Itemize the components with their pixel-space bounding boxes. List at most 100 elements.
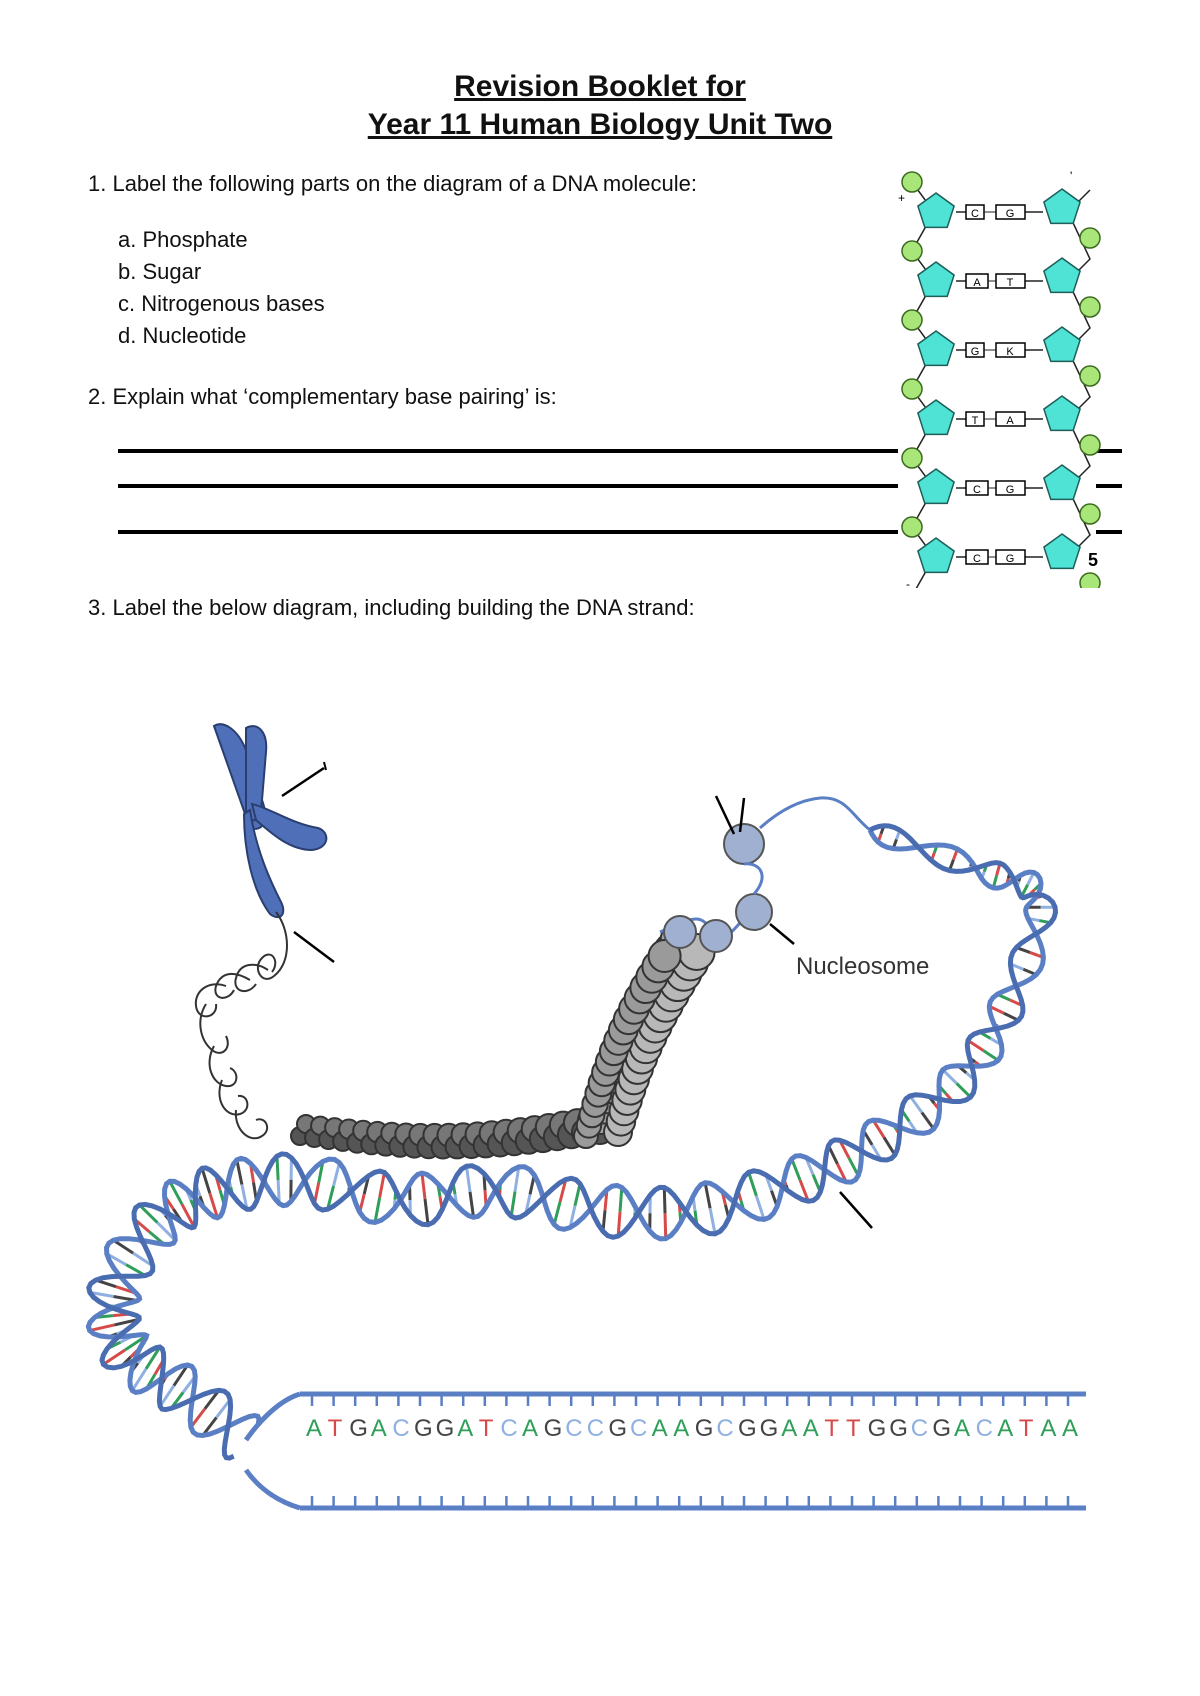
base-pair-rung [172, 1364, 189, 1387]
sequence-base: A [457, 1415, 473, 1442]
svg-text:+: + [898, 191, 905, 205]
helix-strand-2 [86, 823, 1059, 1461]
answer-line-2-right [1096, 484, 1122, 488]
base-pair-rung [423, 1198, 430, 1225]
base-pair-rung [798, 1179, 810, 1202]
base-pair-rung [420, 1172, 427, 1200]
phosphate-circle [1079, 572, 1101, 588]
base-pair-rung [941, 1068, 958, 1085]
sequence-base: G [414, 1415, 433, 1442]
sequence-base: G [349, 1415, 368, 1442]
sugar-pentagon [1043, 395, 1081, 432]
base-pair-rung [200, 1167, 212, 1194]
base-pair-rung [240, 1184, 249, 1210]
sugar-pentagon [917, 537, 955, 574]
nucleosome-label: Nucleosome [796, 953, 929, 980]
answer-line-3[interactable] [118, 530, 898, 534]
base-box [995, 480, 1026, 496]
sugar-pentagon [917, 192, 955, 229]
base-pair-rung [790, 1158, 802, 1181]
sequence-base: A [1062, 1415, 1078, 1442]
base-pair-rung [703, 1182, 712, 1209]
question-1-item-a: a. Phosphate [118, 227, 248, 252]
phosphate-circle [1079, 365, 1101, 387]
base-pair-rung [208, 1192, 219, 1219]
sugar-pentagon [917, 330, 955, 367]
base-letter: G [1006, 484, 1015, 496]
base-pair-rung [130, 1367, 148, 1392]
solenoid-fiber [290, 921, 716, 1160]
sequence-base: G [932, 1415, 951, 1442]
sequence-base: T [1019, 1415, 1034, 1442]
sequence-base: A [652, 1415, 668, 1442]
base-box [995, 411, 1026, 427]
phosphate-circle [1079, 503, 1101, 525]
base-pair-rung [189, 1407, 207, 1429]
base-box [995, 204, 1026, 220]
question-1-item-c: c. Nitrogenous bases [118, 291, 325, 316]
nucleosome-beads: Nucleosome [659, 795, 929, 980]
sugar-pentagon [1043, 188, 1081, 225]
helix-label-pointer [839, 1191, 873, 1229]
sugar-pentagon [917, 261, 955, 298]
sequence-base: G [738, 1415, 757, 1442]
base-pair-rung [378, 1172, 386, 1198]
question-1-item-d: d. Nucleotide [118, 323, 247, 348]
sugar-pentagon [917, 468, 955, 505]
base-pair-rung [89, 1323, 115, 1332]
phosphate-circle [901, 516, 923, 538]
sequence-base: C [392, 1415, 409, 1442]
sugar-pentagon [1043, 257, 1081, 294]
base-pair-rung [158, 1384, 176, 1408]
base-pair-rung [908, 1095, 924, 1114]
phosphate-circle [901, 309, 923, 331]
base-box [995, 549, 1026, 565]
answer-line-1[interactable] [118, 449, 898, 453]
sequence-base: A [997, 1415, 1013, 1442]
base-pair-rung [871, 1119, 886, 1139]
sequence-base: G [608, 1415, 627, 1442]
base-letter: G [1006, 553, 1015, 565]
phosphate-circle [901, 378, 923, 400]
sequence-base: G [889, 1415, 908, 1442]
base-pair-rung [509, 1191, 517, 1217]
sequence-base: G [760, 1415, 779, 1442]
base-pair-rung [468, 1191, 476, 1218]
base-pair-rung [168, 1180, 184, 1205]
page-title-line-1: Revision Booklet for [454, 70, 746, 103]
base-pair-rung [747, 1171, 758, 1197]
base-pair-rung [558, 1179, 568, 1203]
base-letter: G [971, 346, 980, 358]
phosphate-circle [901, 171, 923, 193]
base-pair-rung [662, 1187, 667, 1214]
base-letter: C [973, 553, 981, 565]
base-pair-rung [138, 1203, 159, 1224]
base-pair-rung [132, 1251, 154, 1268]
sequence-base: C [587, 1415, 604, 1442]
sugar-pentagon [917, 399, 955, 436]
phosphate-circle [1079, 296, 1101, 318]
base-pair-rung [663, 1212, 668, 1239]
base-pair-rung [982, 1049, 1000, 1062]
sequence-base: C [500, 1415, 517, 1442]
base-pair-rung [203, 1389, 221, 1410]
sequence-base: A [673, 1415, 689, 1442]
base-pair-rung [102, 1348, 126, 1366]
helix-strand-1 [85, 828, 1046, 1439]
sequence-base: T [328, 1415, 343, 1442]
sequence-base: C [716, 1415, 733, 1442]
strand-end-label: 5 [1088, 550, 1098, 570]
sequence-base: G [695, 1415, 714, 1442]
sequence-base: A [306, 1415, 322, 1442]
chromosome [212, 723, 328, 919]
base-letter: A [1006, 415, 1014, 427]
base-pair-rung [156, 1221, 177, 1242]
question-1: 1. Label the following parts on the diag… [88, 171, 698, 196]
sequence-base: T [824, 1415, 839, 1442]
sequence-base: T [479, 1415, 494, 1442]
sequence-base: A [522, 1415, 538, 1442]
base-letter: G [1006, 208, 1015, 220]
sequence-base: A [803, 1415, 819, 1442]
base-letter: A [973, 277, 981, 289]
answer-line-2[interactable] [118, 484, 898, 488]
